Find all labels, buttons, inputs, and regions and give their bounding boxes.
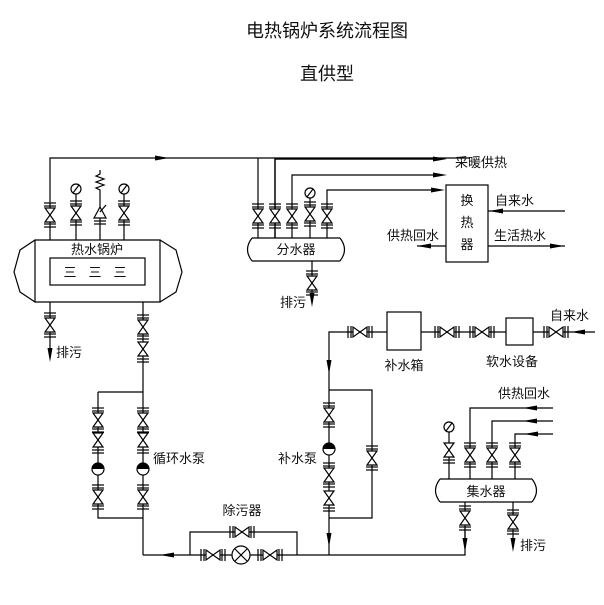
softener-inlet-valve[interactable] — [543, 325, 569, 339]
heating-supply-label: 采暖供热 — [455, 156, 507, 171]
circulation-pump-2[interactable] — [136, 462, 150, 476]
heat-exchanger-label-char: 热 — [460, 216, 473, 231]
flow-arrow-icon — [524, 431, 538, 437]
softener-label: 软水设备 — [486, 354, 538, 370]
boiler-panel-glyph: 三 — [113, 266, 126, 281]
safety-valve-icon — [92, 205, 108, 219]
boiler-return-valve[interactable] — [136, 341, 150, 363]
pressure-gauge-icon — [118, 183, 130, 195]
drain-arrow-icon — [47, 348, 53, 362]
makeup-pump-label: 补水泵 — [278, 452, 317, 467]
flow-arrow-icon — [417, 243, 431, 249]
pump2-inlet-valve[interactable] — [136, 432, 150, 454]
collector-drain-label: 排污 — [520, 539, 546, 554]
boiler-panel-glyph: 三 — [88, 266, 101, 281]
flow-arrow-icon — [160, 552, 174, 558]
pressure-gauge-icon — [70, 183, 82, 195]
distributor-label: 分水器 — [276, 243, 315, 258]
circulation-pump-label: 循环水泵 — [153, 452, 205, 467]
drain-arrow-icon — [510, 538, 516, 552]
collector-drain-valve[interactable] — [506, 509, 520, 535]
flow-arrow-icon — [523, 405, 537, 411]
makeup-pump[interactable] — [322, 442, 336, 456]
pressure-gauge-icon — [443, 421, 455, 433]
pump1-inlet-valve[interactable] — [91, 432, 105, 454]
flow-arrow-icon — [489, 208, 503, 214]
heat-exchanger-label-char: 换 — [460, 194, 473, 209]
heat-exchanger-label-char: 器 — [460, 238, 473, 253]
makeup-pump-outlet-valve[interactable] — [322, 490, 336, 512]
flow-arrow-icon — [433, 156, 447, 162]
pressure-gauge-icon — [304, 187, 316, 199]
flow-arrow-icon — [571, 329, 585, 335]
flow-arrow-icon — [326, 360, 332, 374]
heat-exchanger — [445, 184, 489, 263]
flow-arrow-icon — [155, 155, 169, 161]
softener — [505, 317, 534, 346]
boiler-panel-glyph: 三 — [63, 266, 76, 281]
hx-tap-water-label: 自来水 — [495, 194, 534, 209]
drain-arrow-icon — [309, 293, 315, 307]
circulation-pump-1[interactable] — [91, 462, 105, 476]
makeup-tank-label: 补水箱 — [384, 358, 423, 374]
softener-tap-water-label: 自来水 — [550, 309, 589, 324]
hx-return-label: 供热回水 — [387, 229, 439, 244]
collector-label: 集水器 — [466, 484, 505, 500]
diagram-title: 电热锅炉系统流程图 — [246, 21, 408, 42]
flow-arrow-icon — [523, 418, 537, 424]
strainer-label: 除污器 — [222, 504, 261, 519]
collector-gauge-valve[interactable] — [442, 442, 456, 464]
strainer — [231, 545, 251, 565]
collector: 集水器 — [434, 478, 538, 503]
flow-arrow-icon — [431, 187, 445, 193]
boiler-drain-label: 排污 — [56, 346, 82, 361]
flow-arrow-icon — [326, 533, 332, 547]
heating-return-label: 供热回水 — [498, 387, 550, 402]
diagram-subtitle: 直供型 — [300, 64, 354, 85]
flow-arrow-icon — [550, 243, 564, 249]
boiler: 热水锅炉 三 三 三 — [13, 239, 183, 303]
makeup-tank — [386, 311, 422, 351]
distributor: 分水器 — [246, 237, 346, 262]
boiler-label: 热水锅炉 — [71, 242, 123, 258]
distributor-drain-label: 排污 — [280, 296, 306, 311]
domestic-hot-water-label: 生活热水 — [494, 229, 546, 244]
flow-arrow-icon — [433, 172, 447, 178]
